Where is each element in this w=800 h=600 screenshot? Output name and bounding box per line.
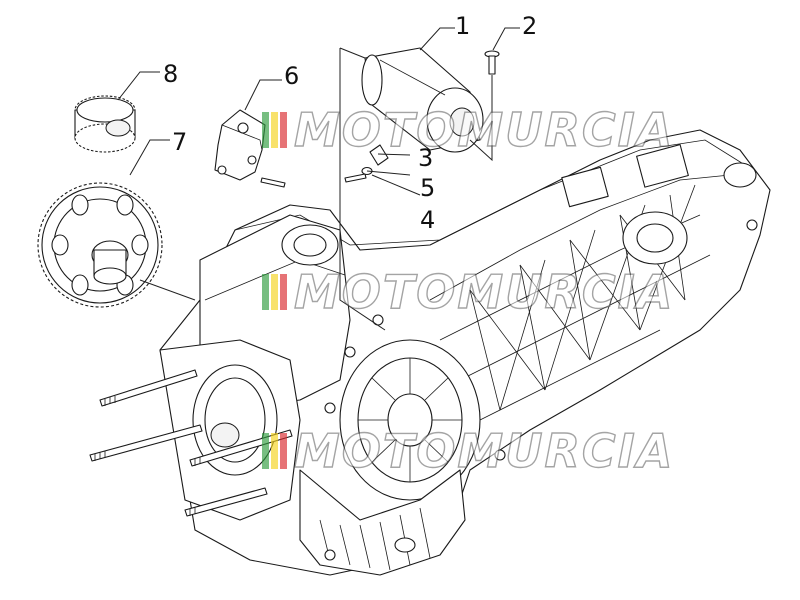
callouts: 1 2 3 4 5 6 7 8 bbox=[163, 12, 537, 234]
starter-motor bbox=[361, 47, 484, 153]
leader-lines bbox=[117, 27, 520, 331]
bracket bbox=[214, 109, 286, 188]
callout-3: 3 bbox=[418, 144, 433, 172]
callout-8: 8 bbox=[163, 60, 178, 88]
screw bbox=[344, 173, 367, 183]
callout-7: 7 bbox=[172, 128, 187, 156]
watermark-2: MOTOMURCIA bbox=[262, 264, 674, 320]
watermark-1: MOTOMURCIA bbox=[262, 102, 674, 158]
callout-4: 4 bbox=[420, 206, 435, 234]
watermark-text: MOTOMURCIA bbox=[294, 424, 674, 478]
callout-2: 2 bbox=[522, 12, 537, 40]
starter-bolt bbox=[484, 50, 500, 75]
watermark-text: MOTOMURCIA bbox=[294, 103, 674, 157]
watermark-3: MOTOMURCIA bbox=[262, 423, 674, 479]
idler-gear bbox=[74, 95, 136, 153]
crankcase bbox=[159, 129, 771, 576]
starter-gear bbox=[37, 182, 163, 308]
washer bbox=[369, 144, 389, 166]
callout-1: 1 bbox=[455, 12, 470, 40]
watermark-text: MOTOMURCIA bbox=[294, 265, 674, 319]
callout-5: 5 bbox=[420, 174, 435, 202]
callout-6: 6 bbox=[284, 62, 299, 90]
